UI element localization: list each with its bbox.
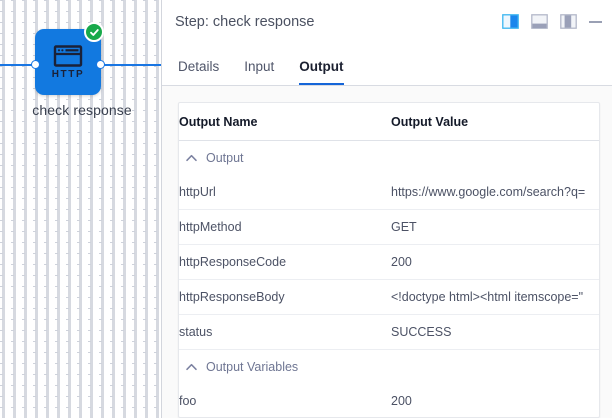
output-name: httpResponseCode [179, 244, 391, 280]
output-name: httpUrl [179, 175, 391, 210]
http-browser-icon [53, 44, 83, 67]
node-name-label: check response [32, 102, 132, 118]
chevron-up-icon [186, 363, 197, 371]
panel-header: Step: check response [162, 0, 612, 43]
output-value: 200 [391, 394, 412, 408]
table-row[interactable]: httpResponseBody <!doctype html><html it… [179, 279, 599, 315]
output-value: <!doctype html><html itemscope=" [391, 279, 599, 315]
check-circle-icon [89, 28, 99, 36]
panel-header-actions [502, 14, 602, 29]
layout-bottom-panel-icon[interactable] [531, 14, 548, 29]
tab-input[interactable]: Input [244, 58, 275, 74]
tab-output[interactable]: Output [299, 59, 344, 85]
table-row[interactable]: httpResponseCode 200 [179, 244, 599, 280]
table-row[interactable]: httpUrl https://www.google.com/search?q= [179, 175, 599, 210]
panel-title: Step: check response [175, 13, 315, 30]
group-label: Output [206, 151, 244, 165]
panel-tabs: Details Input Output [162, 43, 612, 86]
minimize-icon[interactable] [589, 20, 602, 23]
output-table-card: Output Name Output Value [178, 102, 600, 418]
output-value: GET [391, 209, 599, 245]
group-label: Output Variables [206, 360, 299, 374]
chevron-up-icon [186, 154, 197, 162]
output-name: status [179, 314, 391, 350]
column-header-output-value: Output Value [391, 103, 599, 141]
table-row[interactable]: httpMethod GET [179, 209, 599, 245]
edge-outgoing [100, 64, 161, 66]
step-details-panel: Step: check response Details Inpu [161, 0, 612, 418]
group-row-output[interactable]: Output [179, 141, 599, 176]
panel-content: Output Name Output Value [162, 86, 612, 418]
node-output-port[interactable] [96, 60, 105, 69]
group-row-output-variables[interactable]: Output Variables [179, 350, 599, 385]
table-row[interactable]: foo 200 [179, 384, 599, 417]
layout-left-panel-icon[interactable] [560, 14, 577, 29]
output-table: Output Name Output Value [179, 103, 599, 417]
layout-right-panel-icon[interactable] [502, 14, 519, 29]
output-value: 200 [391, 244, 599, 280]
tab-details[interactable]: Details [178, 58, 220, 74]
workflow-canvas[interactable]: HTTP check response [0, 0, 161, 418]
output-value: SUCCESS [391, 314, 599, 350]
output-value: https://www.google.com/search?q= [391, 175, 599, 210]
node-type-label: HTTP [51, 68, 85, 80]
edge-incoming [0, 64, 38, 66]
output-name: httpMethod [179, 209, 391, 245]
output-name: httpResponseBody [179, 279, 391, 315]
column-header-output-name: Output Name [179, 103, 391, 141]
node-input-port[interactable] [31, 60, 40, 69]
table-row[interactable]: status SUCCESS [179, 314, 599, 350]
node-status-badge [84, 22, 104, 42]
table-header-row: Output Name Output Value [179, 103, 599, 141]
output-name: foo [179, 394, 197, 408]
